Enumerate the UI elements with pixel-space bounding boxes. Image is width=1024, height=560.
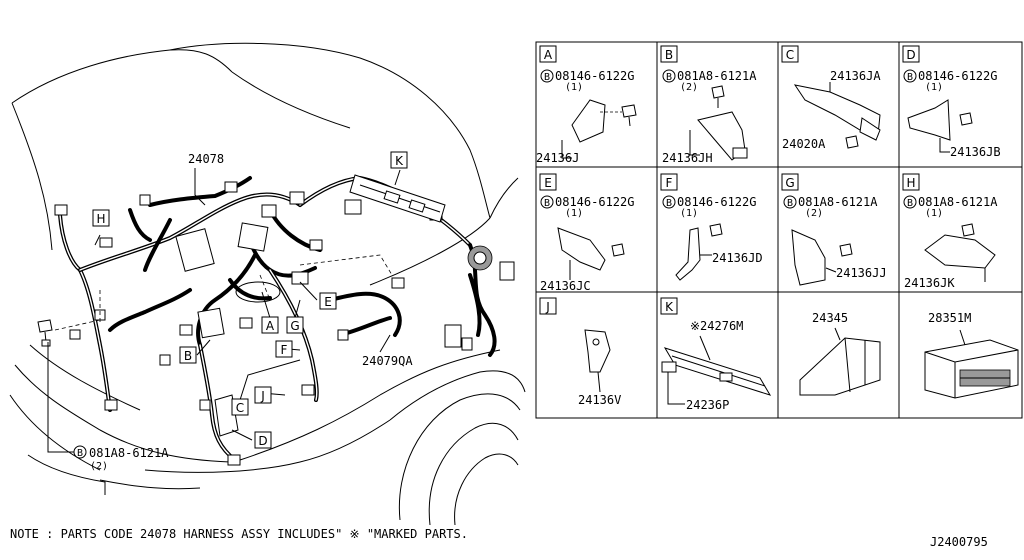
svg-text:K: K: [395, 154, 404, 168]
svg-text:(1): (1): [565, 82, 583, 93]
panel-c: C 24136JA 24020A: [781, 45, 881, 151]
svg-text:24136J: 24136J: [536, 151, 579, 165]
svg-text:(1): (1): [925, 208, 943, 219]
panel-f: F B 08146-6122G (1) 24136JD: [660, 173, 763, 281]
svg-text:24136JJ: 24136JJ: [836, 266, 887, 280]
svg-text:24136V: 24136V: [578, 393, 621, 407]
panel-b: B B 081A8-6121A (2) 24136JH: [660, 45, 757, 165]
main-callout-k: K: [390, 151, 408, 169]
svg-text:D: D: [258, 434, 267, 448]
panel-g: G B 081A8-6121A (2) 24136JJ: [781, 173, 887, 286]
svg-text:24136JB: 24136JB: [950, 145, 1001, 159]
main-callout-e: E: [319, 292, 337, 310]
panel-24345: 24345: [799, 311, 881, 396]
diagram-id: J2400795: [930, 535, 988, 549]
svg-text:J: J: [545, 300, 550, 314]
svg-text:(1): (1): [680, 208, 698, 219]
harness-main-label: 24078: [188, 152, 224, 166]
svg-text:081A8-6121A: 081A8-6121A: [798, 195, 878, 209]
vehicle-outline: [9, 42, 526, 526]
svg-text:B: B: [666, 198, 672, 209]
panel-j: J 24136V: [539, 297, 621, 407]
panel-e: E B 08146-6122G (1) 24136JC: [539, 173, 634, 293]
main-callout-g: G: [286, 316, 304, 334]
main-callout-a: A: [261, 316, 279, 334]
main-callout-h: H: [92, 209, 110, 227]
harness-engine-label: 24079QA: [362, 354, 413, 368]
svg-text:B: B: [77, 448, 83, 459]
svg-text:(2): (2): [805, 208, 823, 219]
harness-k-protector: [349, 174, 446, 223]
svg-text:B: B: [544, 72, 550, 83]
svg-text:24136JC: 24136JC: [540, 279, 591, 293]
footer-note: NOTE : PARTS CODE 24078 HARNESS ASSY INC…: [10, 527, 468, 541]
parts-grid: [535, 41, 1023, 419]
panel-a: A B 08146-6122G (1) 24136J: [536, 45, 637, 165]
svg-text:(1): (1): [565, 208, 583, 219]
svg-text:08146-6122G: 08146-6122G: [555, 195, 634, 209]
svg-text:24020A: 24020A: [782, 137, 826, 151]
panel-28351m: 28351M: [924, 311, 1019, 399]
svg-text:24136JD: 24136JD: [712, 251, 763, 265]
svg-text:B: B: [544, 198, 550, 209]
svg-text:E: E: [324, 295, 332, 309]
svg-text:B: B: [907, 198, 913, 209]
svg-text:K: K: [665, 300, 674, 314]
main-callout-b: B: [179, 346, 197, 364]
svg-text:※24276M: ※24276M: [690, 319, 743, 333]
svg-text:081A8-6121A: 081A8-6121A: [918, 195, 998, 209]
svg-text:08146-6122G: 08146-6122G: [918, 69, 997, 83]
panel-d: D B 08146-6122G (1) 24136JB: [902, 45, 1001, 159]
svg-text:24136JA: 24136JA: [830, 69, 881, 83]
svg-text:H: H: [96, 212, 105, 226]
main-callout-f: F: [275, 340, 293, 358]
svg-text:08146-6122G: 08146-6122G: [555, 69, 634, 83]
svg-text:(2): (2): [90, 461, 108, 472]
svg-text:G: G: [785, 176, 794, 190]
svg-text:E: E: [544, 176, 552, 190]
svg-text:(2): (2): [680, 82, 698, 93]
svg-text:A: A: [544, 48, 553, 62]
svg-text:24136JH: 24136JH: [662, 151, 713, 165]
svg-text:J: J: [260, 389, 265, 403]
main-bolt-callout: B 081A8-6121A (2): [73, 445, 169, 472]
main-callout-j: J: [254, 386, 272, 404]
svg-text:081A8-6121A: 081A8-6121A: [677, 69, 757, 83]
svg-text:08146-6122G: 08146-6122G: [677, 195, 756, 209]
svg-text:F: F: [281, 343, 288, 357]
svg-text:B: B: [665, 48, 673, 62]
svg-text:B: B: [907, 72, 913, 83]
harness-connectors: [54, 181, 515, 466]
svg-text:24236P: 24236P: [686, 398, 729, 412]
dashed-leaders: [54, 254, 393, 331]
svg-text:B: B: [787, 198, 793, 209]
svg-text:B: B: [666, 72, 672, 83]
svg-text:C: C: [236, 401, 244, 415]
panel-h: H B 081A8-6121A (1) 24136JK: [902, 173, 998, 290]
svg-text:C: C: [786, 48, 794, 62]
svg-text:H: H: [906, 176, 915, 190]
svg-text:D: D: [906, 48, 915, 62]
svg-text:G: G: [290, 319, 299, 333]
svg-text:A: A: [266, 319, 275, 333]
main-callout-c: C: [231, 398, 249, 416]
svg-text:F: F: [666, 176, 673, 190]
panel-k: K ※24276M 24236P: [660, 297, 772, 412]
svg-text:(1): (1): [925, 82, 943, 93]
svg-text:B: B: [184, 349, 192, 363]
svg-text:24136JK: 24136JK: [904, 276, 955, 290]
svg-text:24345: 24345: [812, 311, 848, 325]
bolt-icon: [37, 319, 53, 347]
svg-text:081A8-6121A: 081A8-6121A: [89, 446, 169, 460]
main-callout-d: D: [254, 431, 272, 449]
svg-text:28351M: 28351M: [928, 311, 971, 325]
